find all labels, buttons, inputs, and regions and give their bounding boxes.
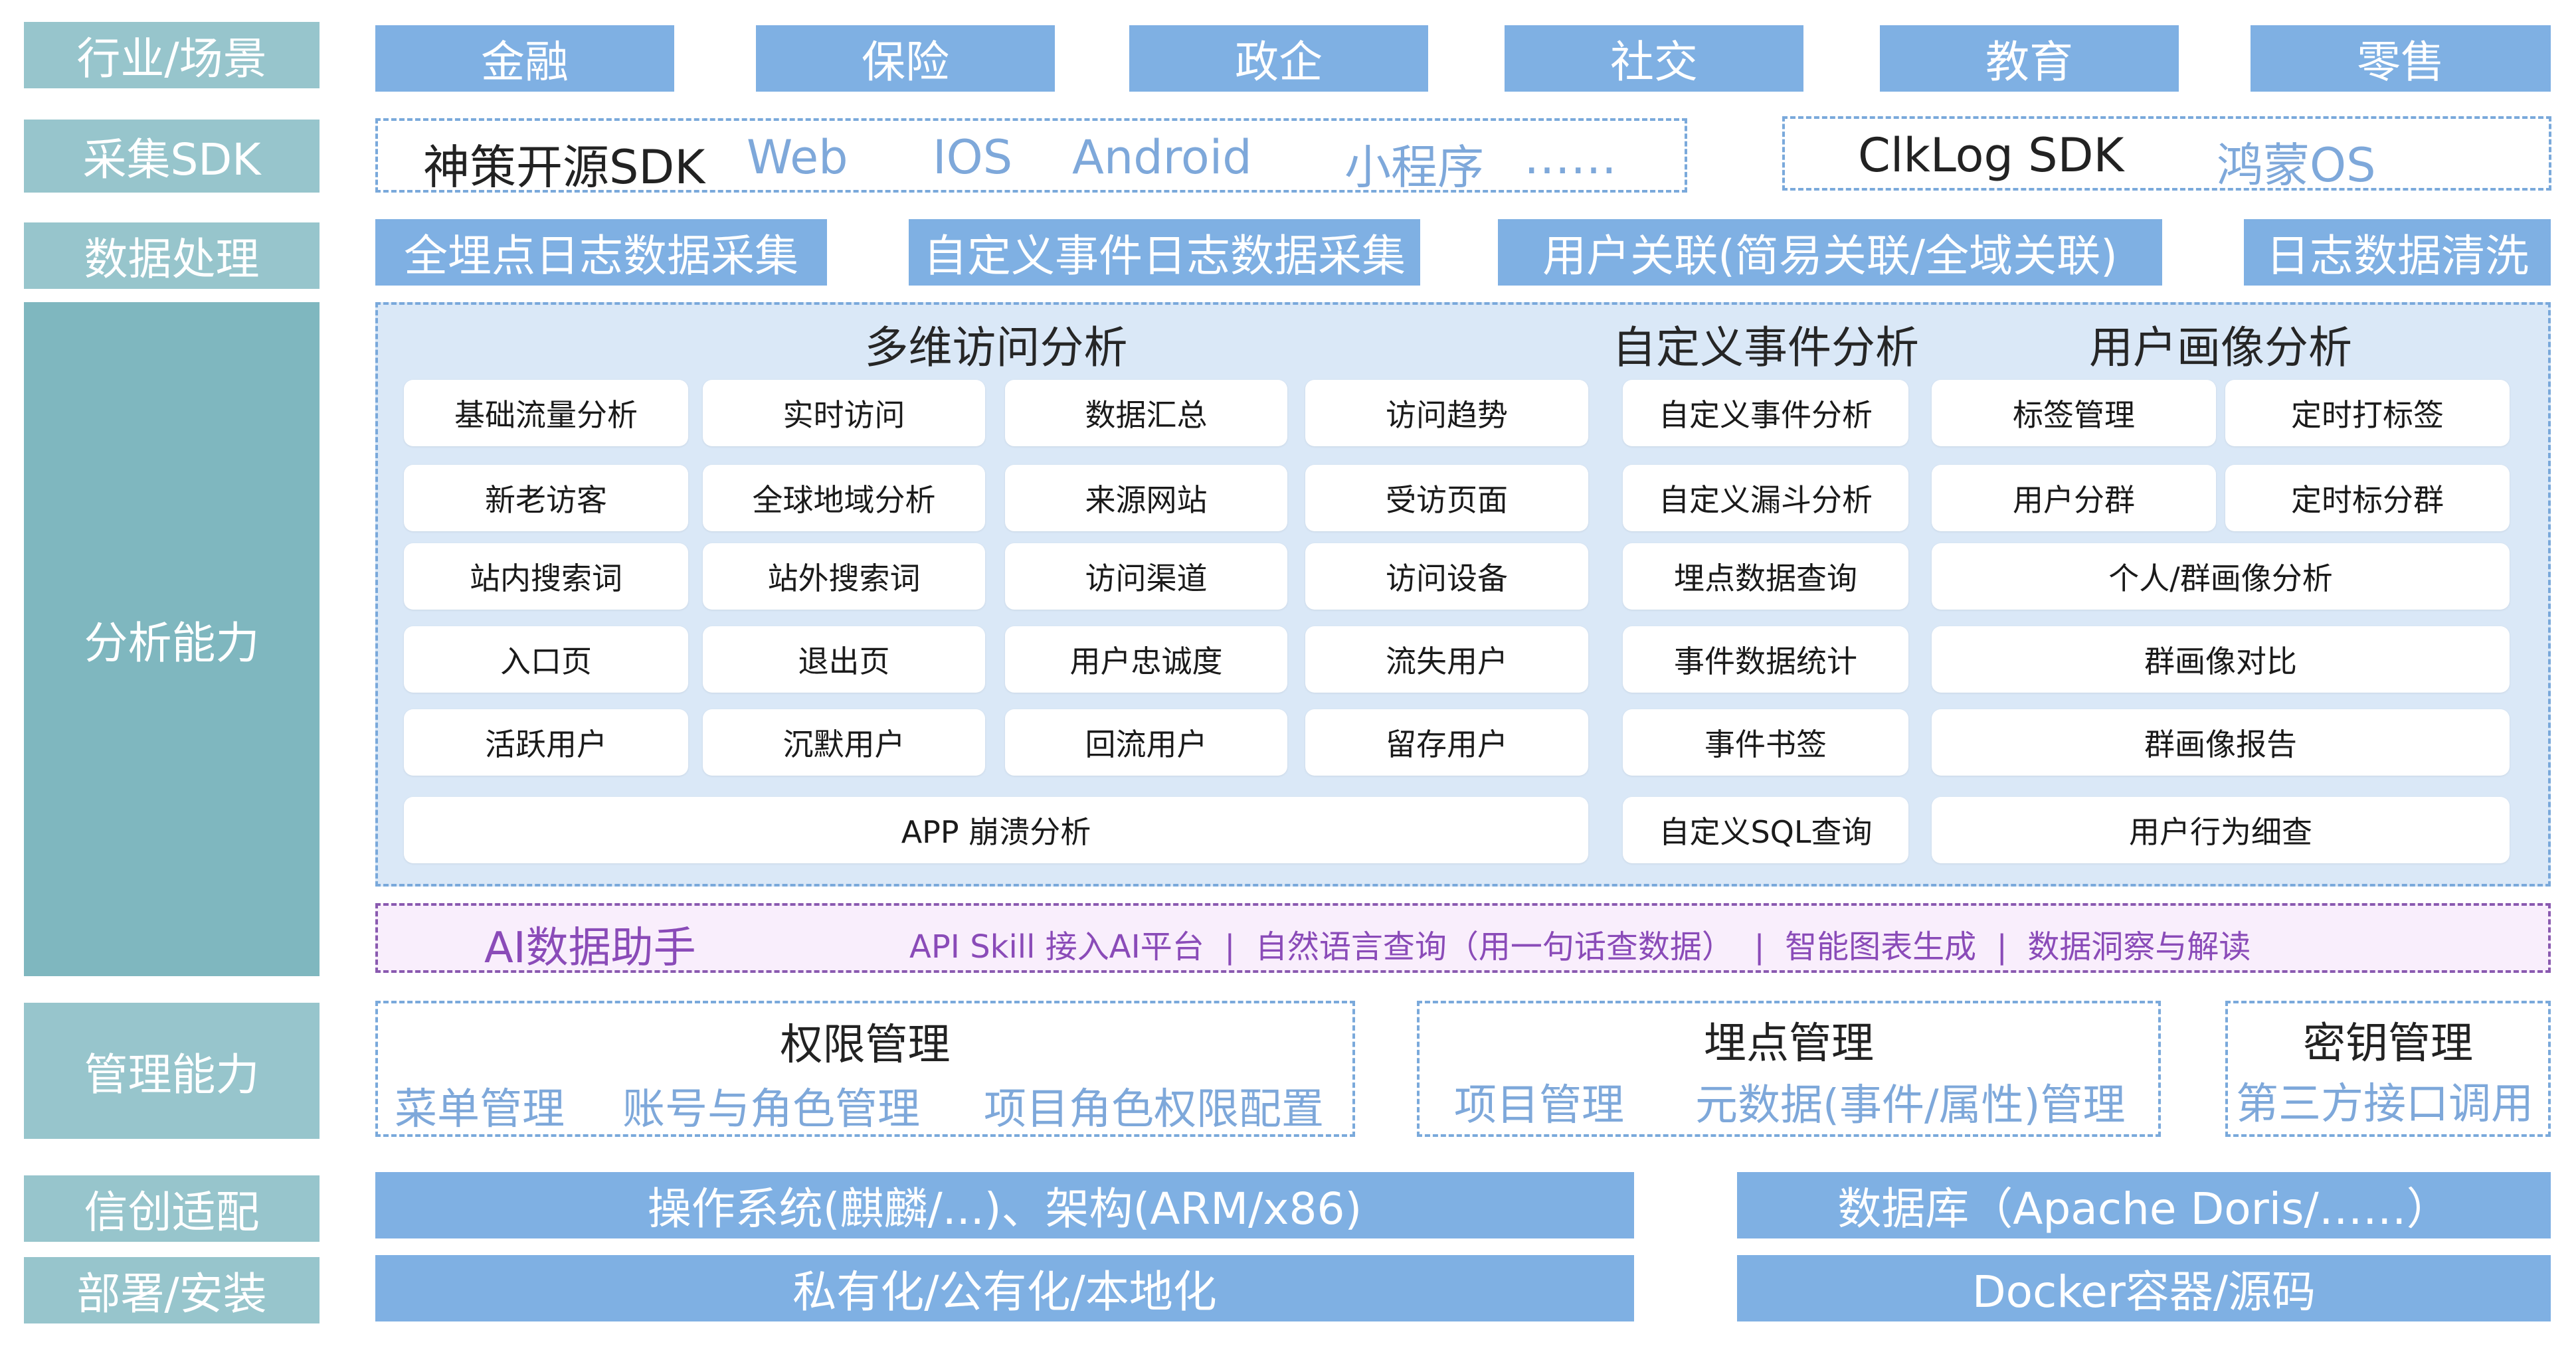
row-label-xinchuang: 信创适配 xyxy=(24,1175,320,1242)
mgmt-project-role: 项目角色权限配置 xyxy=(984,1085,1324,1134)
cell-active-user: 活跃用户 xyxy=(404,709,688,776)
cell-source-site: 来源网站 xyxy=(1005,465,1287,531)
row-label-industry: 行业/场景 xyxy=(24,22,320,88)
sdk-ios: IOS xyxy=(933,130,1013,185)
industry-finance: 金融 xyxy=(375,25,674,92)
processing-user-linking: 用户关联(简易关联/全域关联) xyxy=(1498,219,2162,286)
cell-entry-page: 入口页 xyxy=(404,626,688,693)
cell-event-bookmark: 事件书签 xyxy=(1623,709,1908,776)
mgmt-project: 项目管理 xyxy=(1454,1081,1624,1130)
sdk-box-sensors: 神策开源SDK Web IOS Android 小程序 …… xyxy=(375,118,1687,195)
cell-group-portrait-compare: 群画像对比 xyxy=(1932,626,2510,693)
sdk-web: Web xyxy=(747,130,848,185)
cell-app-crash: APP 崩溃分析 xyxy=(404,797,1588,863)
cell-individual-group-portrait: 个人/群画像分析 xyxy=(1932,543,2510,610)
xinchuang-os-arch: 操作系统(麒麟/...)、架构(ARM/x86) xyxy=(375,1172,1634,1238)
processing-full-tracking: 全埋点日志数据采集 xyxy=(375,219,827,286)
deploy-docker-source: Docker容器/源码 xyxy=(1737,1255,2551,1321)
sdk-clklog-label: ClkLog SDK xyxy=(1858,128,2124,183)
ai-assistant-bar: AI数据助手 API Skill 接入AI平台 | 自然语言查询（用一句话查数据… xyxy=(375,903,2551,973)
cell-realtime-visit: 实时访问 xyxy=(703,380,985,446)
row-label-processing: 数据处理 xyxy=(24,222,320,289)
cell-basic-traffic: 基础流量分析 xyxy=(404,380,688,446)
cell-visit-device: 访问设备 xyxy=(1305,543,1588,610)
cell-external-search: 站外搜索词 xyxy=(703,543,985,610)
industry-retail: 零售 xyxy=(2251,25,2551,92)
cell-returning-user: 回流用户 xyxy=(1005,709,1287,776)
row-label-sdk: 采集SDK xyxy=(24,120,320,193)
xinchuang-database: 数据库（Apache Doris/……） xyxy=(1737,1172,2551,1238)
cell-visited-page: 受访页面 xyxy=(1305,465,1588,531)
mgmt-account-role: 账号与角色管理 xyxy=(622,1085,920,1134)
cell-visit-channel: 访问渠道 xyxy=(1005,543,1287,610)
cell-user-segment: 用户分群 xyxy=(1932,465,2216,531)
cell-scheduled-segment: 定时标分群 xyxy=(2225,465,2510,531)
mgmt-third-party-api: 第三方接口调用 xyxy=(2236,1080,2533,1129)
cell-event-statistics: 事件数据统计 xyxy=(1623,626,1908,693)
processing-log-cleaning: 日志数据清洗 xyxy=(2244,219,2551,286)
sdk-more: …… xyxy=(1524,130,1617,185)
sdk-sensors-label: 神策开源SDK xyxy=(423,140,705,195)
industry-insurance: 保险 xyxy=(756,25,1055,92)
cell-retained-user: 留存用户 xyxy=(1305,709,1588,776)
cell-user-loyalty: 用户忠诚度 xyxy=(1005,626,1287,693)
mgmt-box-tracking: 埋点管理 项目管理 元数据(事件/属性)管理 xyxy=(1417,1001,2161,1137)
cell-scheduled-tagging: 定时打标签 xyxy=(2225,380,2510,446)
cell-tracking-query: 埋点数据查询 xyxy=(1623,543,1908,610)
sdk-miniprogram: 小程序 xyxy=(1344,140,1484,195)
section-title-custom-event: 自定义事件分析 xyxy=(1612,322,1919,373)
mgmt-metadata: 元数据(事件/属性)管理 xyxy=(1695,1081,2126,1130)
cell-churned-user: 流失用户 xyxy=(1305,626,1588,693)
mgmt-tracking-title: 埋点管理 xyxy=(1704,1019,1874,1068)
mgmt-box-auth: 权限管理 菜单管理 账号与角色管理 项目角色权限配置 xyxy=(375,1001,1355,1137)
mgmt-menu: 菜单管理 xyxy=(395,1085,565,1134)
row-label-analysis: 分析能力 xyxy=(24,302,320,976)
cell-group-portrait-report: 群画像报告 xyxy=(1932,709,2510,776)
section-title-multi-visit: 多维访问分析 xyxy=(864,322,1128,373)
cell-global-region: 全球地域分析 xyxy=(703,465,985,531)
sdk-android: Android xyxy=(1072,130,1252,185)
cell-new-old-visitor: 新老访客 xyxy=(404,465,688,531)
cell-custom-sql: 自定义SQL查询 xyxy=(1623,797,1908,863)
deploy-mode: 私有化/公有化/本地化 xyxy=(375,1255,1634,1321)
row-label-deploy: 部署/安装 xyxy=(24,1257,320,1323)
cell-tag-management: 标签管理 xyxy=(1932,380,2216,446)
mgmt-auth-title: 权限管理 xyxy=(780,1021,951,1070)
ai-assistant-title: AI数据助手 xyxy=(484,924,696,973)
cell-exit-page: 退出页 xyxy=(703,626,985,693)
ai-assistant-features: API Skill 接入AI平台 | 自然语言查询（用一句话查数据） | 智能图… xyxy=(909,928,2251,966)
cell-custom-event-analysis: 自定义事件分析 xyxy=(1623,380,1908,446)
industry-government: 政企 xyxy=(1129,25,1428,92)
cell-internal-search: 站内搜索词 xyxy=(404,543,688,610)
mgmt-key-title: 密钥管理 xyxy=(2303,1019,2473,1068)
industry-social: 社交 xyxy=(1505,25,1803,92)
sdk-box-clklog: ClkLog SDK 鸿蒙OS xyxy=(1782,116,2551,193)
row-label-management: 管理能力 xyxy=(24,1003,320,1139)
section-title-user-portrait: 用户画像分析 xyxy=(2089,322,2352,373)
cell-user-behavior-detail: 用户行为细查 xyxy=(1932,797,2510,863)
cell-silent-user: 沉默用户 xyxy=(703,709,985,776)
industry-education: 教育 xyxy=(1880,25,2179,92)
processing-custom-event: 自定义事件日志数据采集 xyxy=(909,219,1420,286)
sdk-harmony: 鸿蒙OS xyxy=(2217,138,2376,193)
mgmt-box-key: 密钥管理 第三方接口调用 xyxy=(2225,1001,2551,1137)
cell-visit-trend: 访问趋势 xyxy=(1305,380,1588,446)
cell-data-summary: 数据汇总 xyxy=(1005,380,1287,446)
cell-custom-funnel: 自定义漏斗分析 xyxy=(1623,465,1908,531)
